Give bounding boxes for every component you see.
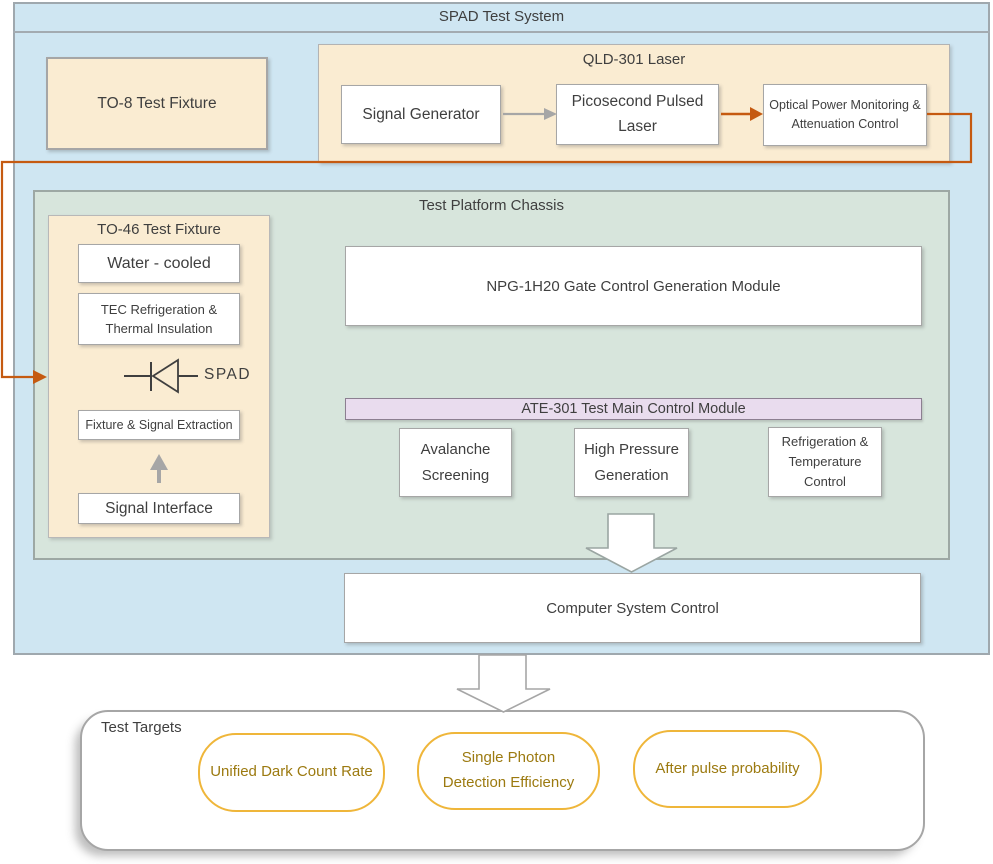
avalanche-screening-box: Avalanche Screening xyxy=(399,428,512,497)
spad-label: SPAD xyxy=(204,366,252,383)
qld-laser-title: QLD-301 Laser xyxy=(582,50,686,68)
tec-refrigeration-box: TEC Refrigeration & Thermal Insulation xyxy=(78,293,240,345)
signal-generator-box: Signal Generator xyxy=(341,85,501,144)
pulsed-laser-box: Picosecond Pulsed Laser xyxy=(556,84,719,145)
signal-interface-box: Signal Interface xyxy=(78,493,240,524)
target-detection-efficiency: Single Photon Detection Efficiency xyxy=(417,732,600,810)
target-afterpulse-probability: After pulse probability xyxy=(633,730,822,808)
test-targets-title: Test Targets xyxy=(101,719,182,736)
chassis-title: Test Platform Chassis xyxy=(418,196,565,214)
fixture-signal-extraction-box: Fixture & Signal Extraction xyxy=(78,410,240,440)
system-title: SPAD Test System xyxy=(13,2,990,33)
water-cooled-box: Water - cooled xyxy=(78,244,240,283)
npg-gate-control-box: NPG-1H20 Gate Control Generation Module xyxy=(345,246,922,326)
target-dark-count-rate: Unified Dark Count Rate xyxy=(198,733,385,812)
optical-power-box: Optical Power Monitoring & Attenuation C… xyxy=(763,84,927,146)
to46-title: TO-46 Test Fixture xyxy=(97,220,221,238)
ate-main-control-bar: ATE-301 Test Main Control Module xyxy=(345,398,922,420)
refrigeration-temperature-box: Refrigeration & Temperature Control xyxy=(768,427,882,497)
high-pressure-generation-box: High Pressure Generation xyxy=(574,428,689,497)
computer-system-control-box: Computer System Control xyxy=(344,573,921,643)
down-block-arrow-icon xyxy=(456,654,551,713)
to8-test-fixture-box: TO-8 Test Fixture xyxy=(46,57,268,150)
